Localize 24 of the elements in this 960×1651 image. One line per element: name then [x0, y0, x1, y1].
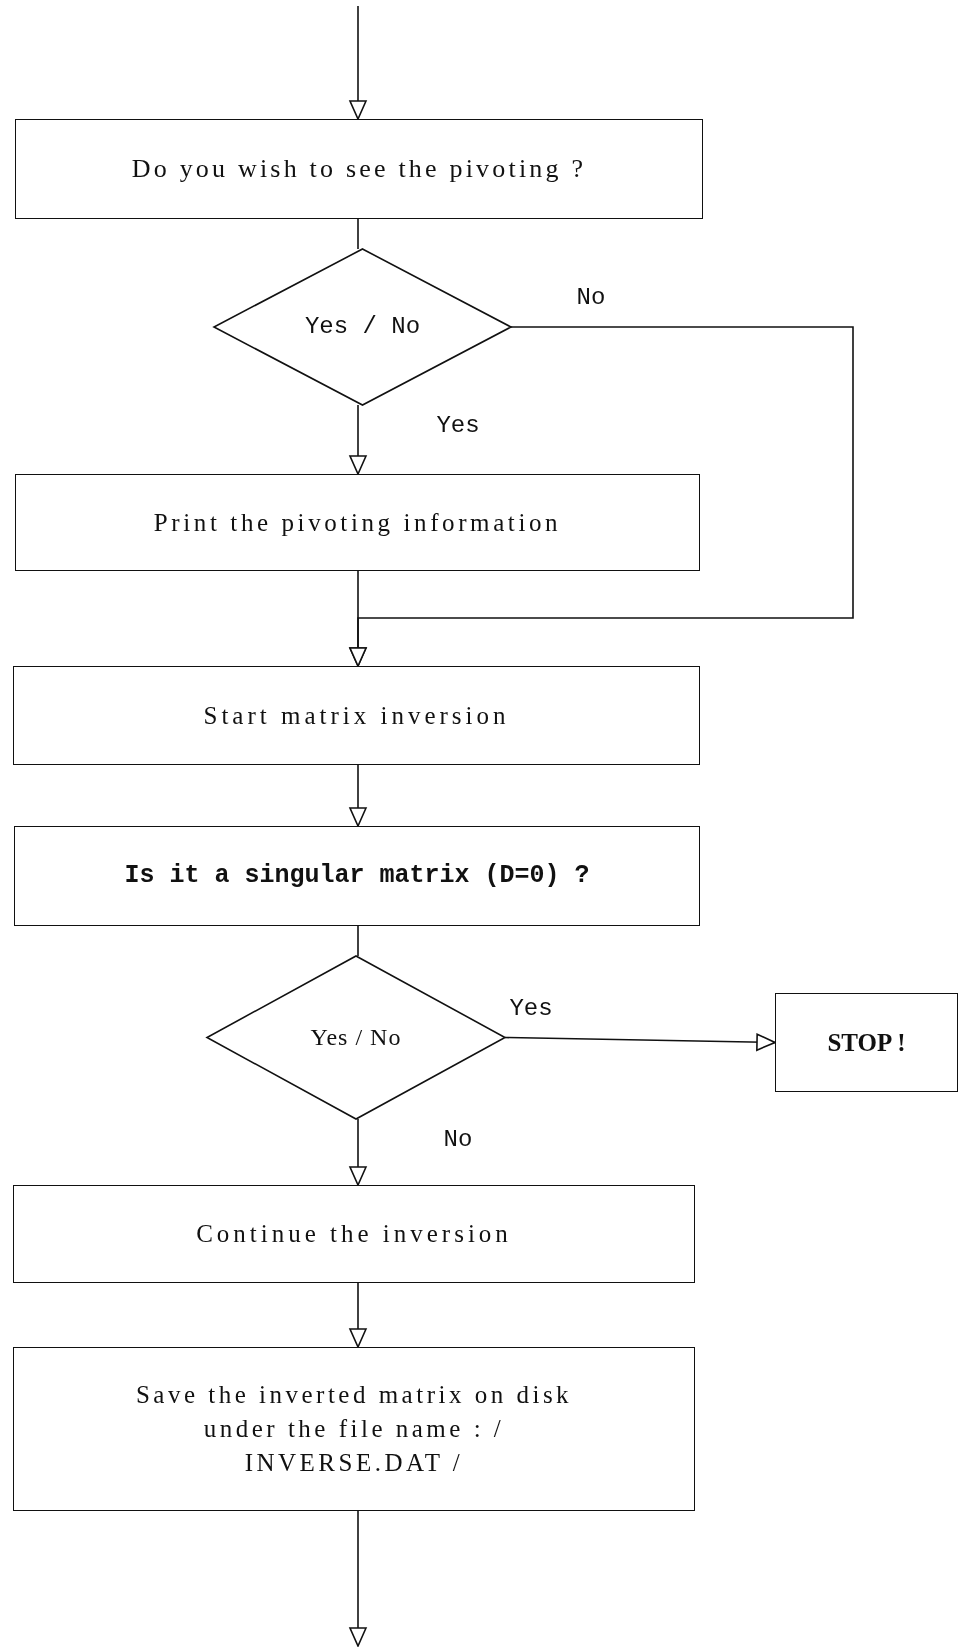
process-box: [13, 1185, 695, 1283]
box-label: Print the pivoting information: [153, 507, 562, 538]
arrow: [349, 1118, 367, 1186]
arrow: [349, 764, 367, 827]
arrow: [349, 1510, 367, 1647]
box-label: Is it a singular matrix (D=0) ?: [124, 860, 590, 893]
process-box: [13, 1347, 695, 1511]
arrow: [504, 1033, 776, 1051]
box-label: Save the inverted matrix on disk under the file name : / INVERSE.DAT /: [134, 1380, 574, 1478]
process-box: [15, 119, 703, 219]
process-box: [13, 666, 700, 765]
process-box: [15, 474, 700, 571]
box-label: STOP !: [827, 1027, 906, 1058]
decision-label: Yes / No: [310, 1023, 402, 1053]
arrow: [349, 570, 367, 667]
box-label: Continue the inversion: [196, 1219, 512, 1250]
process-box: [775, 993, 958, 1092]
arrow: [349, 404, 367, 475]
arrow: [349, 1282, 367, 1348]
box-label: Start matrix inversion: [203, 700, 510, 731]
decision-label: Yes / No: [304, 311, 421, 342]
process-box: [14, 826, 700, 926]
box-label: Do you wish to see the pivoting ?: [131, 153, 587, 186]
arrow: [349, 5, 367, 120]
